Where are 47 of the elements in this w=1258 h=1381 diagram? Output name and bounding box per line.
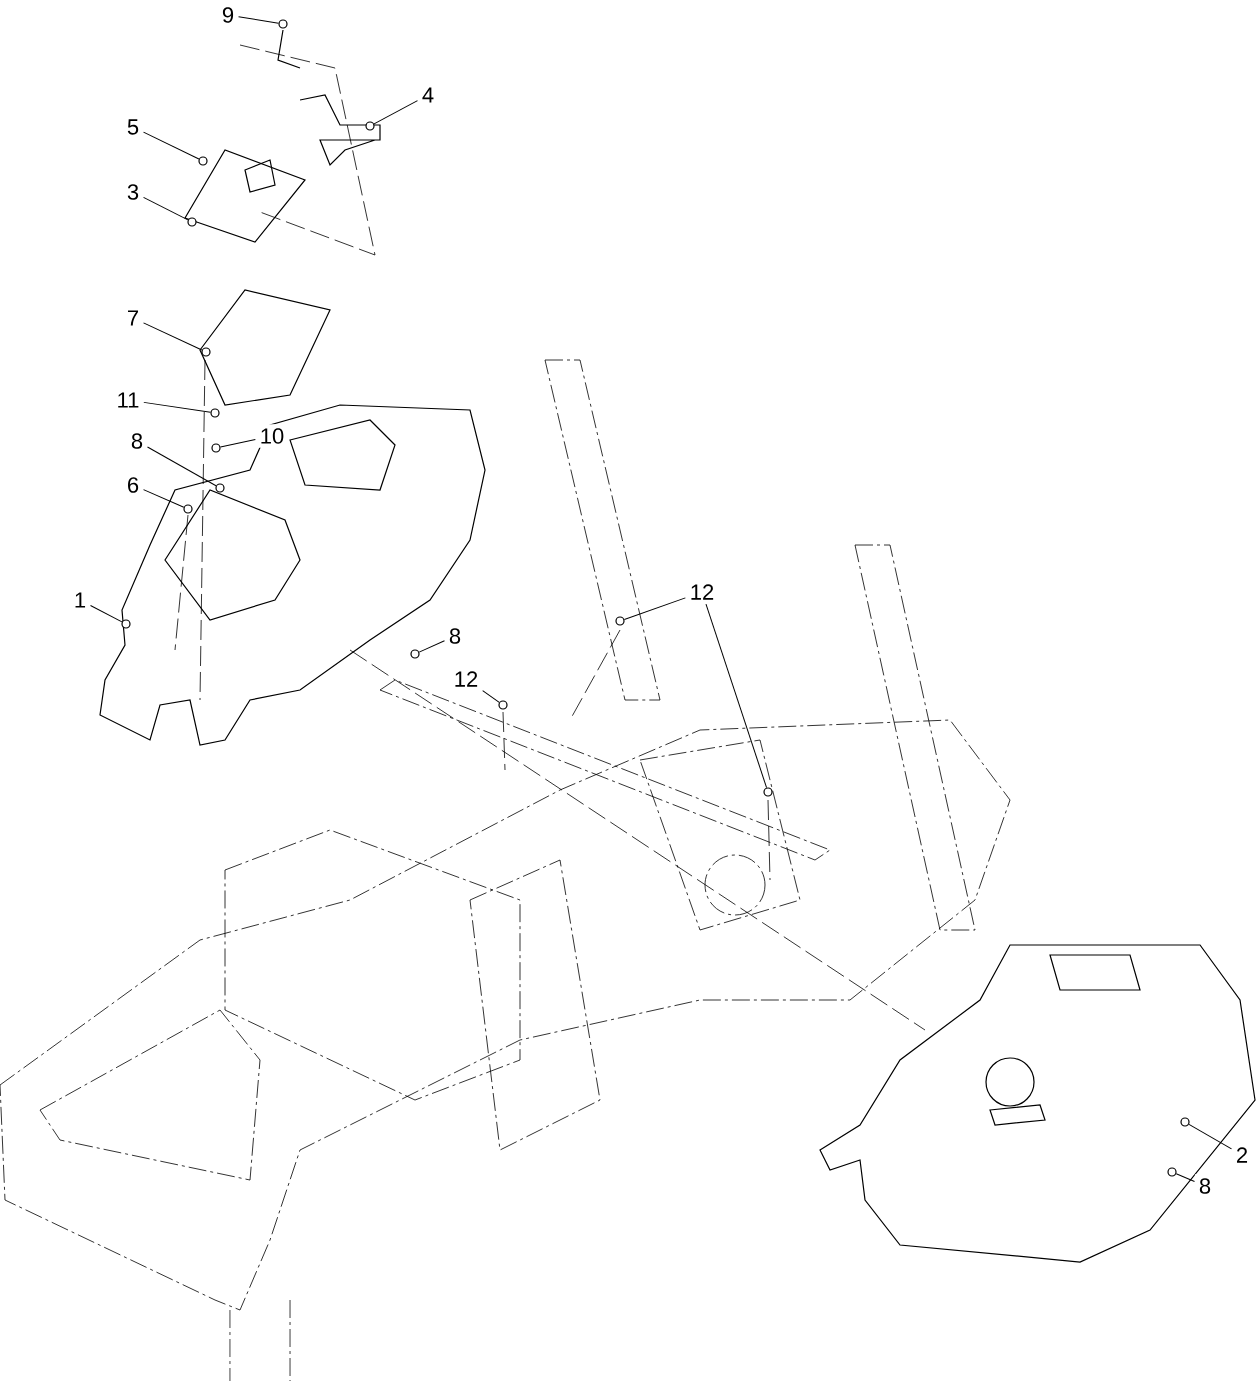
leader-line (143, 401, 211, 413)
callout-number: 8 (126, 429, 148, 453)
part-marker (201, 347, 211, 357)
part-marker (365, 121, 375, 131)
callout-number: 3 (122, 180, 144, 204)
leader-line (418, 640, 445, 653)
callout-number: 2 (1231, 1143, 1253, 1167)
part-marker (1180, 1117, 1190, 1127)
part-marker (410, 649, 420, 659)
leader-line (143, 489, 185, 508)
part-marker (215, 483, 225, 493)
part-marker (615, 616, 625, 626)
callout-number: 1 (69, 588, 91, 612)
callout-number: 11 (112, 388, 144, 412)
leader-line (143, 322, 203, 351)
callout-number: 6 (122, 473, 144, 497)
leader-line (1188, 1123, 1232, 1150)
callout-number: 5 (122, 115, 144, 139)
leader-line (147, 446, 217, 487)
part-marker (210, 408, 220, 418)
callout-number: 12 (449, 667, 483, 691)
callout-number: 4 (417, 83, 439, 107)
part-marker (183, 504, 193, 514)
part-marker (211, 443, 221, 453)
leader-line (482, 690, 500, 703)
leader-line (90, 605, 123, 623)
leader-line (143, 196, 189, 221)
part-marker (198, 156, 208, 166)
leader-line (238, 16, 279, 24)
leader-line (373, 100, 418, 125)
part-marker (278, 19, 288, 29)
leader-line (623, 597, 686, 620)
callout-number: 10 (255, 424, 289, 448)
leader-line (1175, 1173, 1195, 1183)
leader-line (143, 131, 200, 160)
callout-number: 8 (444, 624, 466, 648)
callout-number: 12 (685, 580, 719, 604)
part-marker (498, 700, 508, 710)
part-marker (763, 787, 773, 797)
leader-line (220, 439, 256, 448)
part-marker (1167, 1167, 1177, 1177)
leader-line (705, 603, 768, 789)
callout-number: 9 (217, 3, 239, 27)
callout-number: 8 (1194, 1174, 1216, 1198)
part-marker (121, 619, 131, 629)
callout-number: 7 (122, 306, 144, 330)
part-marker (187, 217, 197, 227)
